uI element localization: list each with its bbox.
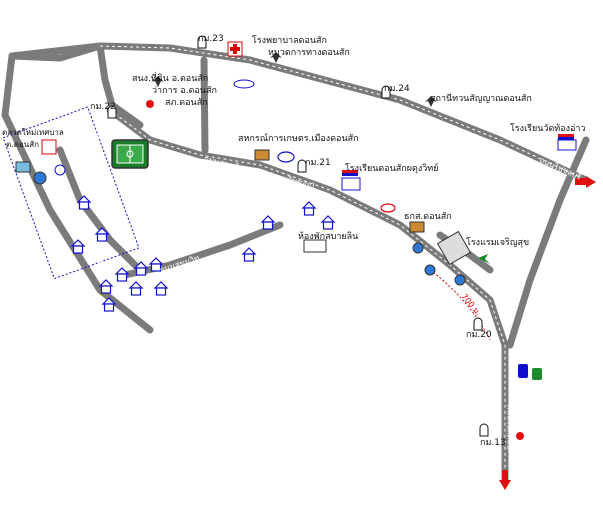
road-left-connector xyxy=(8,42,104,62)
school-wat-label: โรงเรียนวัดท้องอ่าว xyxy=(510,124,586,134)
agri-coop-label: สหกรณ์การเกษตร.เมืองดอนสัก xyxy=(238,134,359,144)
arrows xyxy=(499,176,596,490)
house-icon xyxy=(133,261,149,276)
toyota-icon xyxy=(380,203,396,213)
house-icon xyxy=(148,257,164,272)
district-office-label: สนง.ที่ดิน อ.ดอนสัก xyxy=(132,74,209,84)
roundabout-icon xyxy=(424,264,436,276)
house-icon xyxy=(320,215,336,230)
highway-dept-label: หมวดการทางดอนสัก xyxy=(268,48,350,58)
arrow-south-tail xyxy=(502,470,508,481)
house-icon xyxy=(153,281,169,296)
seven-eleven-icon xyxy=(41,139,57,155)
roundabouts xyxy=(412,242,466,286)
house-icon xyxy=(301,201,317,216)
green-arrow-icon xyxy=(478,254,490,264)
km13-label: กม.13 xyxy=(480,438,506,448)
market-boundary xyxy=(2,106,140,280)
hotel-icon xyxy=(436,230,472,266)
road-vertical xyxy=(200,56,209,154)
km20-label: กม.20 xyxy=(466,330,492,340)
red-dot-icon xyxy=(516,432,524,440)
km-posts xyxy=(107,35,489,437)
house-icon xyxy=(128,281,144,296)
road-market xyxy=(56,146,144,274)
hotel-label: โรงแรมเจริญสุข xyxy=(466,238,530,248)
stadium-icon xyxy=(111,139,149,169)
police-label: สภ.ดอนสัก xyxy=(165,98,208,108)
road-inner-loop xyxy=(96,42,144,129)
water-icon xyxy=(54,164,66,176)
market-logo-icon xyxy=(33,171,47,185)
donsak-market-label: ต.ดอนสัก xyxy=(6,140,39,149)
house-icon xyxy=(98,279,114,294)
agri-coop-icon xyxy=(254,149,270,161)
road-centerlines xyxy=(99,45,587,480)
governor-label: ว่าการ อ.ดอนสัก xyxy=(152,86,217,96)
hospital-icon xyxy=(227,41,243,57)
arrow-east xyxy=(586,176,596,188)
shop-label: ห้องพักสบายลิน xyxy=(298,232,359,242)
km-post-icon xyxy=(473,317,483,331)
house-icon xyxy=(260,215,276,230)
road-label-sattahip: ถนนไปสัตหีบ xyxy=(505,404,515,450)
school-wat-icon xyxy=(557,134,577,151)
km23-label: กม.23 xyxy=(198,34,224,44)
school-donsak-label: โรงเรียนดอนสักผดุงวิทย์ xyxy=(345,164,439,174)
km22-label: กม.22 xyxy=(90,102,116,112)
hospital-label: โรงพยาบาลดอนสัก xyxy=(252,36,327,46)
market-stall-icon xyxy=(15,161,31,173)
km-post-icon xyxy=(107,105,117,119)
km-post-icon xyxy=(197,35,207,49)
house-icon xyxy=(241,247,257,262)
houses xyxy=(70,195,336,312)
gas-station-icon xyxy=(518,364,542,380)
arrow-east-tail xyxy=(575,178,587,185)
km24-label: กม.24 xyxy=(384,84,410,94)
garuda-icon xyxy=(270,52,282,63)
house-icon xyxy=(114,267,130,282)
bank-label: ธกส.ดอนสัก xyxy=(404,212,452,222)
house-icon xyxy=(76,195,92,210)
police-icon xyxy=(146,100,154,108)
arrow-south xyxy=(499,480,511,490)
garuda-icon xyxy=(152,76,164,87)
distance-curve xyxy=(429,269,491,341)
market-label: ตลาดใหม่เทศบาล xyxy=(2,128,64,137)
km-post-icon xyxy=(381,85,391,99)
house-icon xyxy=(70,239,86,254)
km21-label: กม.21 xyxy=(305,158,331,168)
emblems xyxy=(152,52,437,107)
km-post-icon xyxy=(297,159,307,173)
roundabout-icon xyxy=(454,274,466,286)
shop-icon xyxy=(303,239,327,253)
house-icon xyxy=(101,297,117,312)
bank-icon xyxy=(409,221,425,233)
road-right-branch xyxy=(506,136,590,349)
station-label: สถานีทวนสัญญาณดอนสัก xyxy=(430,94,532,104)
school-donsak-icon xyxy=(341,170,361,191)
road-upper-highway xyxy=(96,42,590,184)
km-post-icon xyxy=(479,423,489,437)
road-lower xyxy=(121,221,284,279)
highway-logo-icon xyxy=(233,79,255,89)
garuda-icon xyxy=(425,96,437,107)
roundabout-icon xyxy=(412,242,424,254)
esso-icon xyxy=(277,151,295,163)
house-icon xyxy=(94,227,110,242)
